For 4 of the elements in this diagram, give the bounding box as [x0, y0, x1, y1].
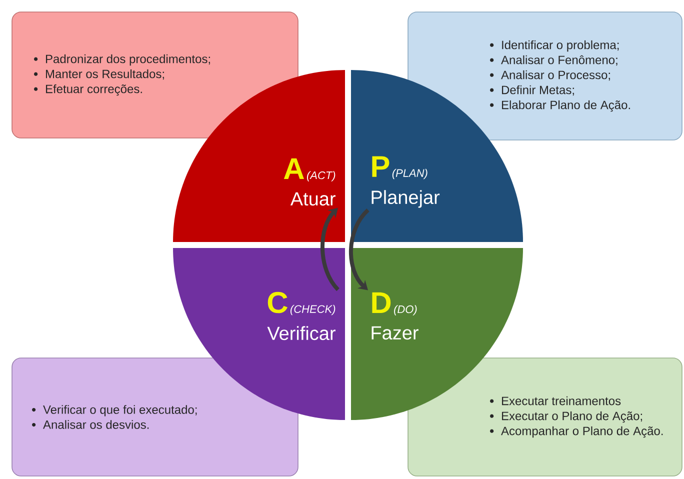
info-box: Identificar o problema; Analisar o Fenômeno; Analisar o Processo; Definir Metas; Elaborar Plano de Ação. — [408, 12, 682, 140]
info-box: Executar treinamentos Executar o Plano de Ação; Acompanhar o Plano de Ação. — [408, 358, 682, 476]
info-box: Verificar o que foi executado; Analisar os desvios. — [12, 358, 298, 476]
info-box: Padronizar dos procedimentos; Manter os Resultados; Efetuar correções. — [12, 12, 298, 138]
